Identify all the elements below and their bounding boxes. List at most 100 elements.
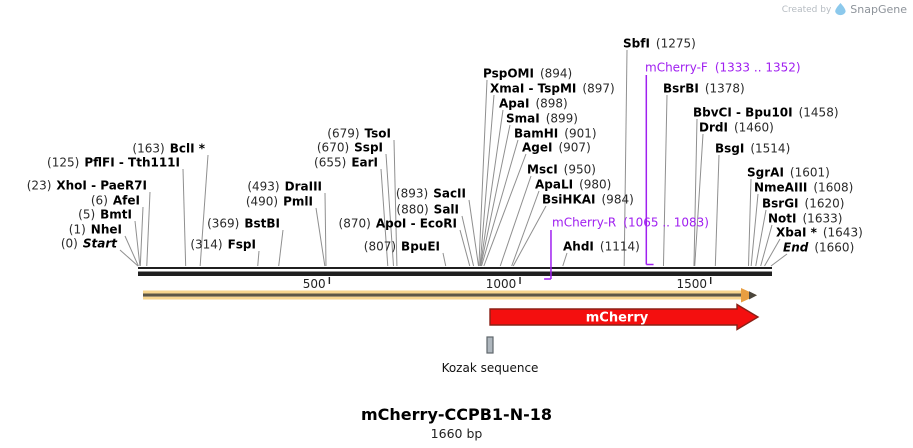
site-label: BsrBI(1378) bbox=[663, 82, 745, 96]
ruler-tick bbox=[328, 277, 331, 284]
site-label: BsrGI(1620) bbox=[762, 197, 844, 211]
site-label: (807)BpuEI bbox=[364, 240, 440, 254]
site-label: BbvCI - Bpu10I(1458) bbox=[693, 106, 839, 120]
site-label: (163)BclI * bbox=[132, 142, 205, 156]
site-label: NotI(1633) bbox=[768, 212, 842, 226]
site-label: (655)EarI bbox=[314, 156, 378, 170]
leader-line bbox=[478, 79, 488, 267]
leader-line bbox=[714, 154, 720, 267]
snapgene-logo-icon bbox=[835, 3, 846, 16]
leader-line bbox=[278, 229, 284, 267]
kozak-box bbox=[486, 336, 494, 354]
site-label: ApaLI(980) bbox=[535, 178, 611, 192]
mcherry-feature-label: mCherry bbox=[586, 311, 649, 326]
leader-line bbox=[461, 215, 475, 267]
leader-line bbox=[146, 191, 151, 267]
leader-line bbox=[755, 209, 767, 267]
watermark-created-by: Created by bbox=[781, 4, 832, 15]
site-label: PspOMI(894) bbox=[483, 67, 572, 81]
leader-line bbox=[124, 235, 139, 267]
site-label: (679)TsoI bbox=[327, 127, 391, 141]
site-label: XbaI *(1643) bbox=[776, 226, 863, 240]
leader-line bbox=[481, 139, 519, 267]
site-label: (125)PflFI - Tth111I bbox=[47, 156, 180, 170]
site-label: (369)BstBI bbox=[207, 217, 280, 231]
leader-line bbox=[562, 252, 568, 267]
leader-line bbox=[139, 206, 144, 267]
site-label: AhdI(1114) bbox=[563, 240, 640, 254]
ruler-number: 500 bbox=[303, 277, 326, 291]
ruler-tick bbox=[709, 277, 712, 284]
leader-line bbox=[694, 133, 704, 267]
leader-line bbox=[499, 175, 532, 267]
leader-line bbox=[662, 94, 668, 267]
backbone-line bbox=[138, 267, 772, 276]
leader-line bbox=[468, 199, 480, 267]
site-label: BsgI(1514) bbox=[715, 142, 790, 156]
ruler-group: 500 1000 1500 bbox=[303, 277, 712, 291]
leader-line bbox=[770, 253, 788, 267]
leader-line bbox=[483, 153, 527, 267]
site-labels-group: (0)Start(1)NheI(5)BmtI(6)AfeI(23)XhoI - … bbox=[27, 37, 863, 255]
leader-line bbox=[442, 252, 447, 267]
leader-line bbox=[760, 224, 773, 267]
leader-line bbox=[119, 249, 139, 267]
site-label: (490)PmlI bbox=[246, 195, 313, 209]
watermark-brand: SnapGene bbox=[850, 3, 907, 16]
site-label: (1)NheI bbox=[69, 223, 122, 237]
site-label: AgeI(907) bbox=[522, 141, 591, 155]
construct-title: mCherry-CCPB1-N-18 bbox=[361, 405, 552, 424]
primer-annotations-group: mCherry-R(1065 .. 1083) mCherry-F(1333 ..… bbox=[544, 61, 801, 280]
site-label: SgrAI(1601) bbox=[747, 166, 830, 180]
leader-line bbox=[134, 220, 141, 267]
leader-lines-group bbox=[119, 49, 788, 267]
site-label: End(1660) bbox=[783, 241, 854, 255]
site-label: MscI(950) bbox=[527, 163, 596, 177]
site-label: BsiHKAI(984) bbox=[542, 193, 634, 207]
leader-line bbox=[479, 94, 495, 267]
site-label: (493)DraIII bbox=[247, 180, 322, 194]
site-label: DrdI(1460) bbox=[699, 121, 774, 135]
site-label: (6)AfeI bbox=[91, 194, 140, 208]
site-label: NmeAIII(1608) bbox=[754, 181, 853, 195]
leader-line bbox=[511, 190, 540, 267]
site-label: (870)ApoI - EcoRI bbox=[339, 217, 457, 231]
site-label: (5)BmtI bbox=[78, 208, 132, 222]
site-label: (893)SacII bbox=[396, 187, 466, 201]
leader-line bbox=[693, 118, 698, 267]
site-label: (23)XhoI - PaeR7I bbox=[27, 179, 147, 193]
leader-line bbox=[748, 178, 752, 267]
leader-line bbox=[199, 154, 209, 267]
kozak-label: Kozak sequence bbox=[442, 361, 539, 375]
leader-line bbox=[750, 193, 759, 267]
ruler-tick bbox=[519, 277, 521, 284]
primer-label: mCherry-R(1065 .. 1083) bbox=[552, 216, 709, 230]
leader-line bbox=[764, 238, 781, 267]
leader-line bbox=[459, 229, 471, 267]
site-label: (314)FspI bbox=[190, 238, 256, 252]
leader-line bbox=[393, 139, 398, 267]
leader-line bbox=[315, 207, 326, 267]
leader-line bbox=[623, 49, 628, 267]
kozak-feature: Kozak sequence bbox=[442, 336, 539, 375]
site-label: (0)Start bbox=[61, 237, 118, 251]
leader-line bbox=[257, 250, 260, 267]
site-label: SmaI(899) bbox=[506, 112, 578, 126]
ruler-number: 1500 bbox=[676, 277, 707, 291]
site-label: (880)SalI bbox=[396, 203, 459, 217]
leader-line bbox=[480, 124, 511, 267]
ruler-number: 1000 bbox=[486, 277, 517, 291]
primer-label: mCherry-F(1333 .. 1352) bbox=[645, 61, 801, 75]
leader-line bbox=[512, 205, 547, 267]
leader-line bbox=[479, 109, 504, 267]
leader-line bbox=[182, 168, 187, 267]
site-label: ApaI(898) bbox=[499, 97, 568, 111]
site-label: BamHI(901) bbox=[514, 127, 597, 141]
site-label: (670)SspI bbox=[317, 141, 383, 155]
mcherry-feature-arrow: mCherry bbox=[489, 303, 760, 331]
site-label: XmaI - TspMI(897) bbox=[490, 82, 615, 96]
leader-line bbox=[380, 168, 389, 267]
construct-length: 1660 bp bbox=[430, 426, 483, 441]
